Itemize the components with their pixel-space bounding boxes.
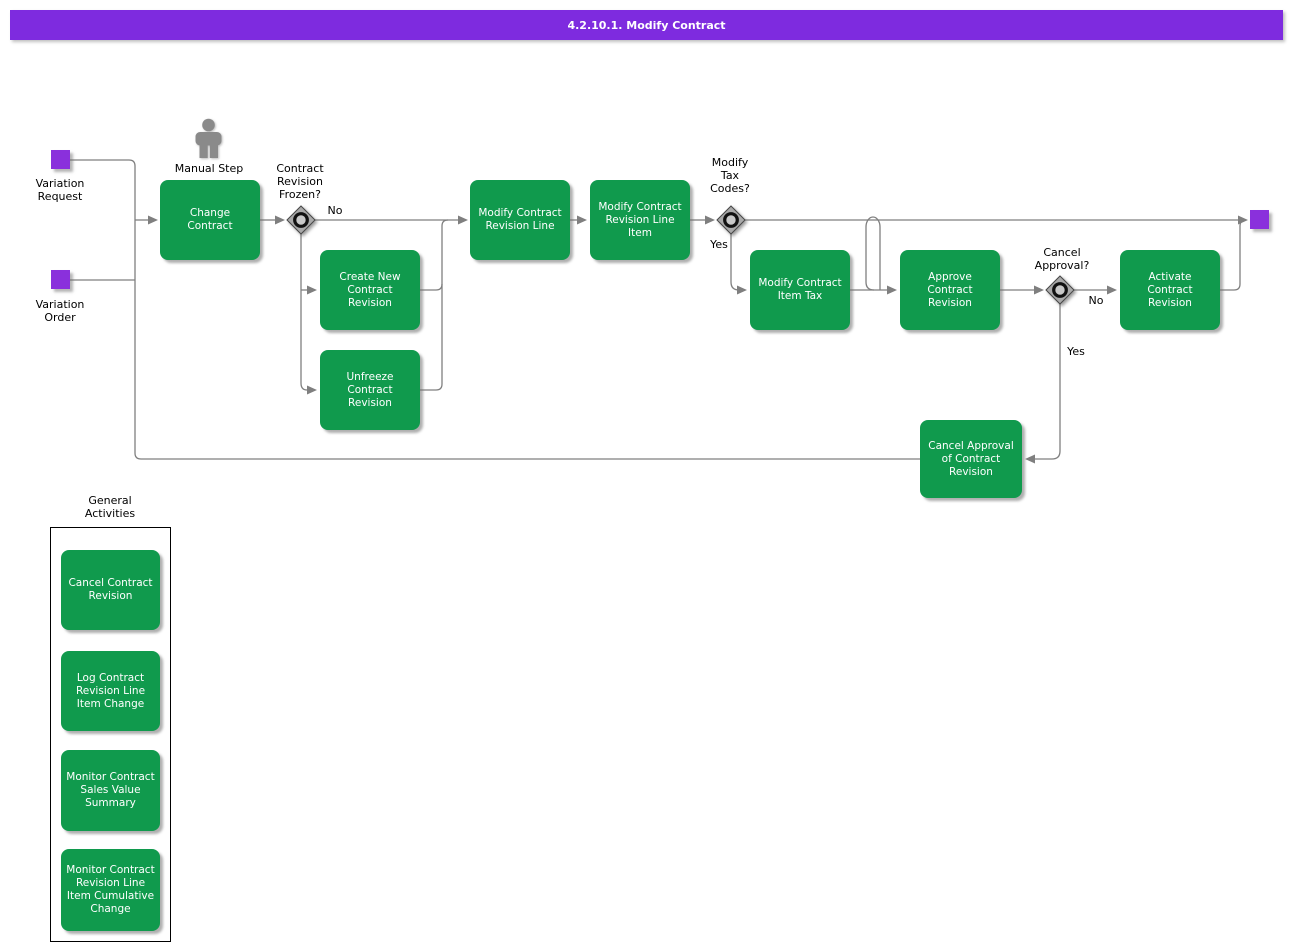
manual-step-icon (195, 118, 222, 158)
branch-label-frozen-no: No (327, 204, 343, 217)
decision-diamond-cancel-approval (1045, 275, 1075, 305)
branch-label-tax-yes: Yes (710, 238, 728, 251)
title-bar: 4.2.10.1. Modify Contract (10, 10, 1283, 40)
variation-request-label: Variation Request (35, 177, 85, 203)
activity-monitor-contract-revision-line-item-cumulative-change[interactable]: Monitor Contract Revision Line Item Cumu… (61, 849, 160, 931)
start-event-variation-order[interactable] (51, 270, 70, 289)
activity-cancel-contract-revision[interactable]: Cancel Contract Revision (61, 550, 160, 630)
arrowheads (148, 215, 1248, 464)
variation-order-label: Variation Order (35, 298, 85, 324)
activity-modify-contract-revision-line-item[interactable]: Modify Contract Revision Line Item (590, 180, 690, 260)
activity-change-contract[interactable]: Change Contract (160, 180, 260, 260)
activity-modify-contract-revision-line[interactable]: Modify Contract Revision Line (470, 180, 570, 260)
activity-create-new-contract-revision[interactable]: Create New Contract Revision (320, 250, 420, 330)
decision-label-contract-revision-frozen: Contract Revision Frozen? (276, 162, 324, 201)
activity-monitor-contract-sales-value-summary[interactable]: Monitor Contract Sales Value Summary (61, 750, 160, 831)
activity-modify-contract-item-tax[interactable]: Modify Contract Item Tax (750, 250, 850, 330)
general-activities-label: General Activities (84, 494, 136, 520)
activity-unfreeze-contract-revision[interactable]: Unfreeze Contract Revision (320, 350, 420, 430)
decision-diamond-modify-tax-codes (716, 205, 746, 235)
activity-log-contract-revision-line-item-change[interactable]: Log Contract Revision Line Item Change (61, 651, 160, 731)
decision-label-cancel-approval: Cancel Approval? (1034, 246, 1090, 272)
activity-activate-contract-revision[interactable]: Activate Contract Revision (1120, 250, 1220, 330)
activity-cancel-approval-of-contract-revision[interactable]: Cancel Approval of Contract Revision (920, 420, 1022, 498)
manual-step-label: Manual Step (174, 162, 244, 175)
end-event[interactable] (1250, 210, 1269, 229)
decision-label-modify-tax-codes: Modify Tax Codes? (710, 156, 750, 195)
branch-label-approval-yes: Yes (1067, 345, 1085, 358)
branch-label-approval-no: No (1088, 294, 1104, 307)
page-title: 4.2.10.1. Modify Contract (567, 18, 726, 32)
start-event-variation-request[interactable] (51, 150, 70, 169)
activity-approve-contract-revision[interactable]: Approve Contract Revision (900, 250, 1000, 330)
decision-diamond-contract-revision-frozen (286, 205, 316, 235)
